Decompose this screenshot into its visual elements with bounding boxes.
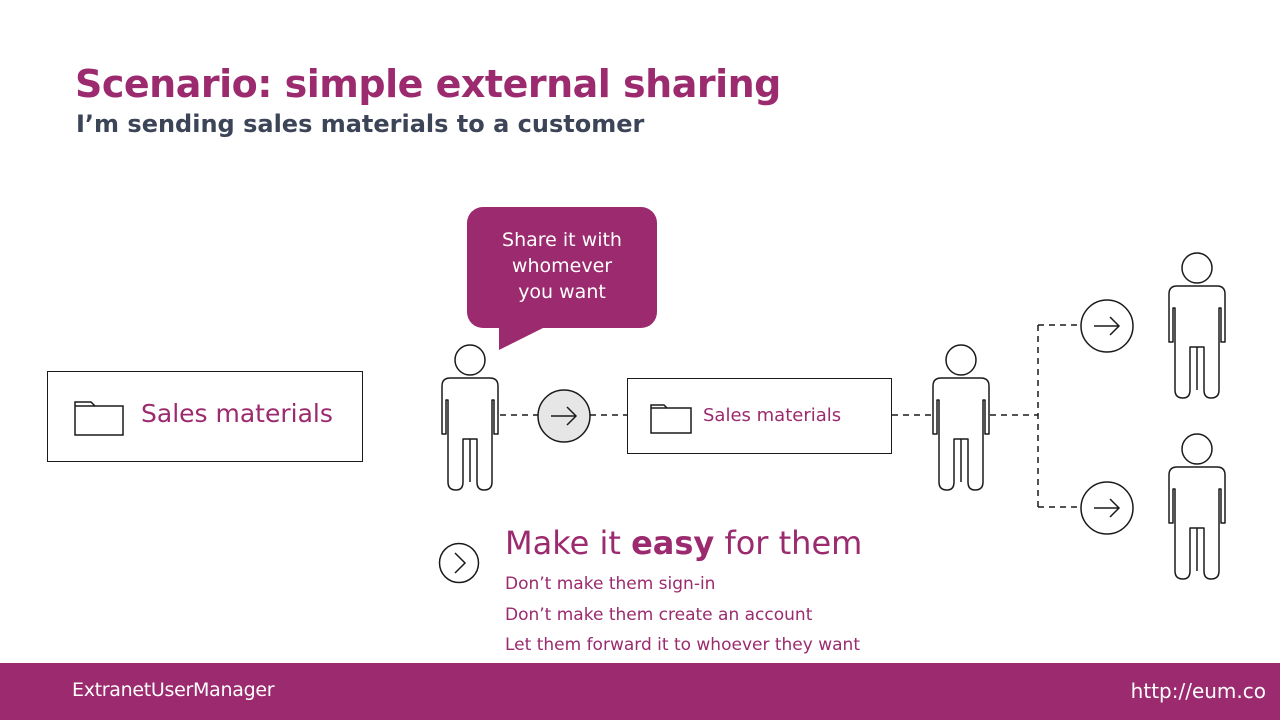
recipient-person-icon <box>1168 433 1226 580</box>
sender-person-icon <box>441 344 499 491</box>
arrow-right-icon <box>1080 481 1134 535</box>
callout-heading-post: for them <box>714 524 863 562</box>
shared-folder-label: Sales materials <box>703 405 842 426</box>
callout-point: Don’t make them sign-in <box>505 574 716 594</box>
speech-bubble: Share it with whomever you want <box>467 207 657 328</box>
page-subtitle: I’m sending sales materials to a custome… <box>76 110 645 138</box>
source-folder-box: Sales materials <box>47 371 363 462</box>
customer-person-icon <box>932 344 990 491</box>
speech-bubble-tail <box>499 326 547 350</box>
callout-heading-emphasis: easy <box>631 524 715 562</box>
folder-icon <box>74 401 124 436</box>
bubble-line-2: whomever <box>511 255 613 277</box>
callout-point: Let them forward it to whoever they want <box>505 635 860 655</box>
brand-logo: ExtranetUserManager <box>72 679 275 701</box>
bubble-line-3: you want <box>518 281 606 303</box>
recipient-person-icon <box>1168 252 1226 399</box>
callout-heading-pre: Make it <box>505 524 632 562</box>
footer-bar: ExtranetUserManager http://eum.co <box>0 663 1280 720</box>
callout-heading: Make it easy for them <box>505 524 862 562</box>
callout-point: Don’t make them create an account <box>505 605 813 625</box>
chevron-right-icon <box>438 542 480 584</box>
shared-folder-box: Sales materials <box>627 378 892 454</box>
folder-icon <box>650 404 692 434</box>
arrow-right-icon <box>1080 299 1134 353</box>
footer-url: http://eum.co <box>1130 679 1266 703</box>
source-folder-label: Sales materials <box>141 399 333 428</box>
arrow-right-icon <box>537 389 591 443</box>
page-title: Scenario: simple external sharing <box>75 62 781 106</box>
bubble-line-1: Share it with <box>502 229 622 251</box>
